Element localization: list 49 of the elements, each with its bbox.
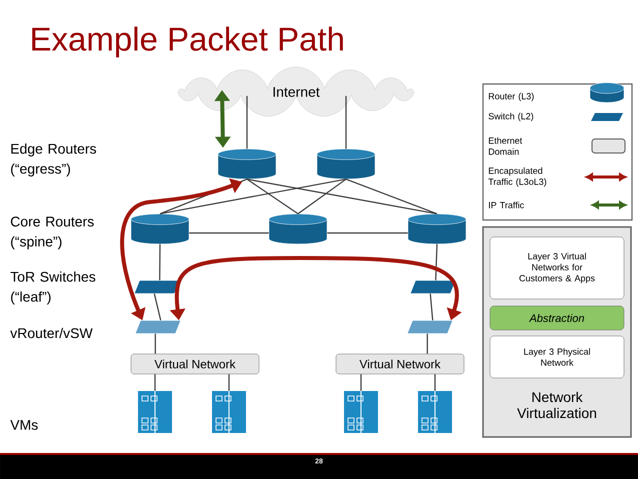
connector-line xyxy=(154,374,156,391)
router-icon xyxy=(316,148,376,180)
title: Example Packet Path xyxy=(32,26,343,58)
connector-line xyxy=(360,374,362,391)
server-icon xyxy=(418,390,452,434)
router-icon xyxy=(218,148,276,180)
router-icon xyxy=(268,214,328,244)
switch-icon xyxy=(134,280,180,294)
connector-line xyxy=(430,294,434,320)
switch-icon xyxy=(410,280,456,294)
row-label: VMs xyxy=(10,420,38,430)
vrouter-icon xyxy=(407,320,453,334)
legend-label: Router (L3) xyxy=(488,92,534,102)
connector-line xyxy=(435,244,438,280)
connector-line xyxy=(298,178,346,214)
connector-line xyxy=(246,96,248,149)
server-icon xyxy=(212,390,246,434)
row-label: ToR Switches (“leaf”) xyxy=(10,271,96,305)
router-icon xyxy=(130,214,190,244)
row-label: Core Routers (“spine”) xyxy=(10,216,94,250)
server-icon xyxy=(344,390,378,434)
connector-line xyxy=(189,232,269,234)
text-box: Layer 3 Virtual Networks for Customers & Apps xyxy=(490,236,624,300)
connector-line xyxy=(434,374,436,391)
connector-line xyxy=(154,334,156,354)
connector-line xyxy=(345,96,347,149)
server-icon xyxy=(138,390,172,434)
connector-line xyxy=(246,178,438,214)
row-label: Edge Routers (“egress”) xyxy=(11,143,96,177)
legend-label: IP Traffic xyxy=(489,202,524,208)
connector-line xyxy=(160,178,346,214)
cloud: Internet xyxy=(178,66,414,116)
text-box: Abstraction xyxy=(490,306,624,330)
vrouter-icon xyxy=(135,320,181,334)
connector-line xyxy=(228,374,230,391)
connector-line xyxy=(159,244,161,280)
ethernet-domain-box: Virtual Network xyxy=(336,354,464,374)
connector-line xyxy=(154,294,162,320)
connector-line xyxy=(426,334,428,354)
ethernet-domain-box: Virtual Network xyxy=(130,354,260,374)
router-icon xyxy=(408,214,466,244)
row-label: vRouter/vSW xyxy=(10,328,93,338)
text-box: Layer 3 Physical Network xyxy=(490,336,624,378)
legend-label: Ethernet Domain xyxy=(488,137,522,155)
legend-label: Switch (L2) xyxy=(488,112,534,122)
connector-line xyxy=(327,232,408,234)
connector-line xyxy=(346,178,438,214)
connector-line xyxy=(246,178,298,214)
legend-label: Encapsulated Traffic (L3oL3) xyxy=(488,167,546,187)
